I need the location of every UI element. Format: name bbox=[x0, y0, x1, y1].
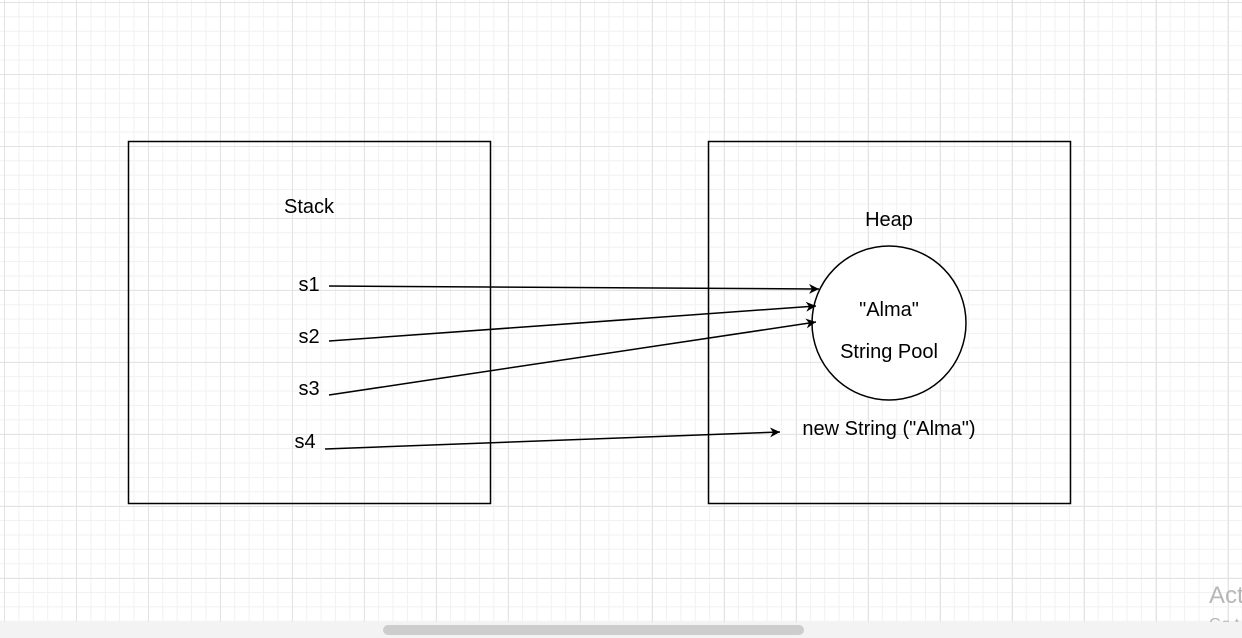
variable-s3-label: s3 bbox=[298, 378, 319, 400]
string-pool-label: String Pool bbox=[840, 341, 938, 363]
string-pool-literal: "Alma" bbox=[859, 299, 919, 321]
arrow-s1-to-pool[interactable] bbox=[328, 283, 820, 294]
arrow-s3-to-pool[interactable] bbox=[328, 318, 817, 396]
arrow-s4-to-new-string[interactable] bbox=[324, 427, 781, 450]
stack-box[interactable] bbox=[127, 140, 492, 505]
watermark-title: Act bbox=[1209, 582, 1242, 609]
horizontal-scrollbar[interactable] bbox=[0, 622, 1242, 638]
arrow-s2-to-pool[interactable] bbox=[328, 301, 817, 342]
new-string-label: new String ("Alma") bbox=[802, 418, 975, 440]
variable-s1-label: s1 bbox=[298, 274, 319, 296]
string-pool-circle[interactable] bbox=[811, 245, 967, 401]
variable-s4-label: s4 bbox=[294, 431, 315, 453]
stack-title: Stack bbox=[284, 196, 335, 218]
variable-s2-label: s2 bbox=[298, 326, 319, 348]
scrollbar-thumb[interactable] bbox=[383, 625, 804, 635]
heap-box[interactable] bbox=[707, 140, 1072, 505]
heap-title: Heap bbox=[865, 209, 913, 231]
